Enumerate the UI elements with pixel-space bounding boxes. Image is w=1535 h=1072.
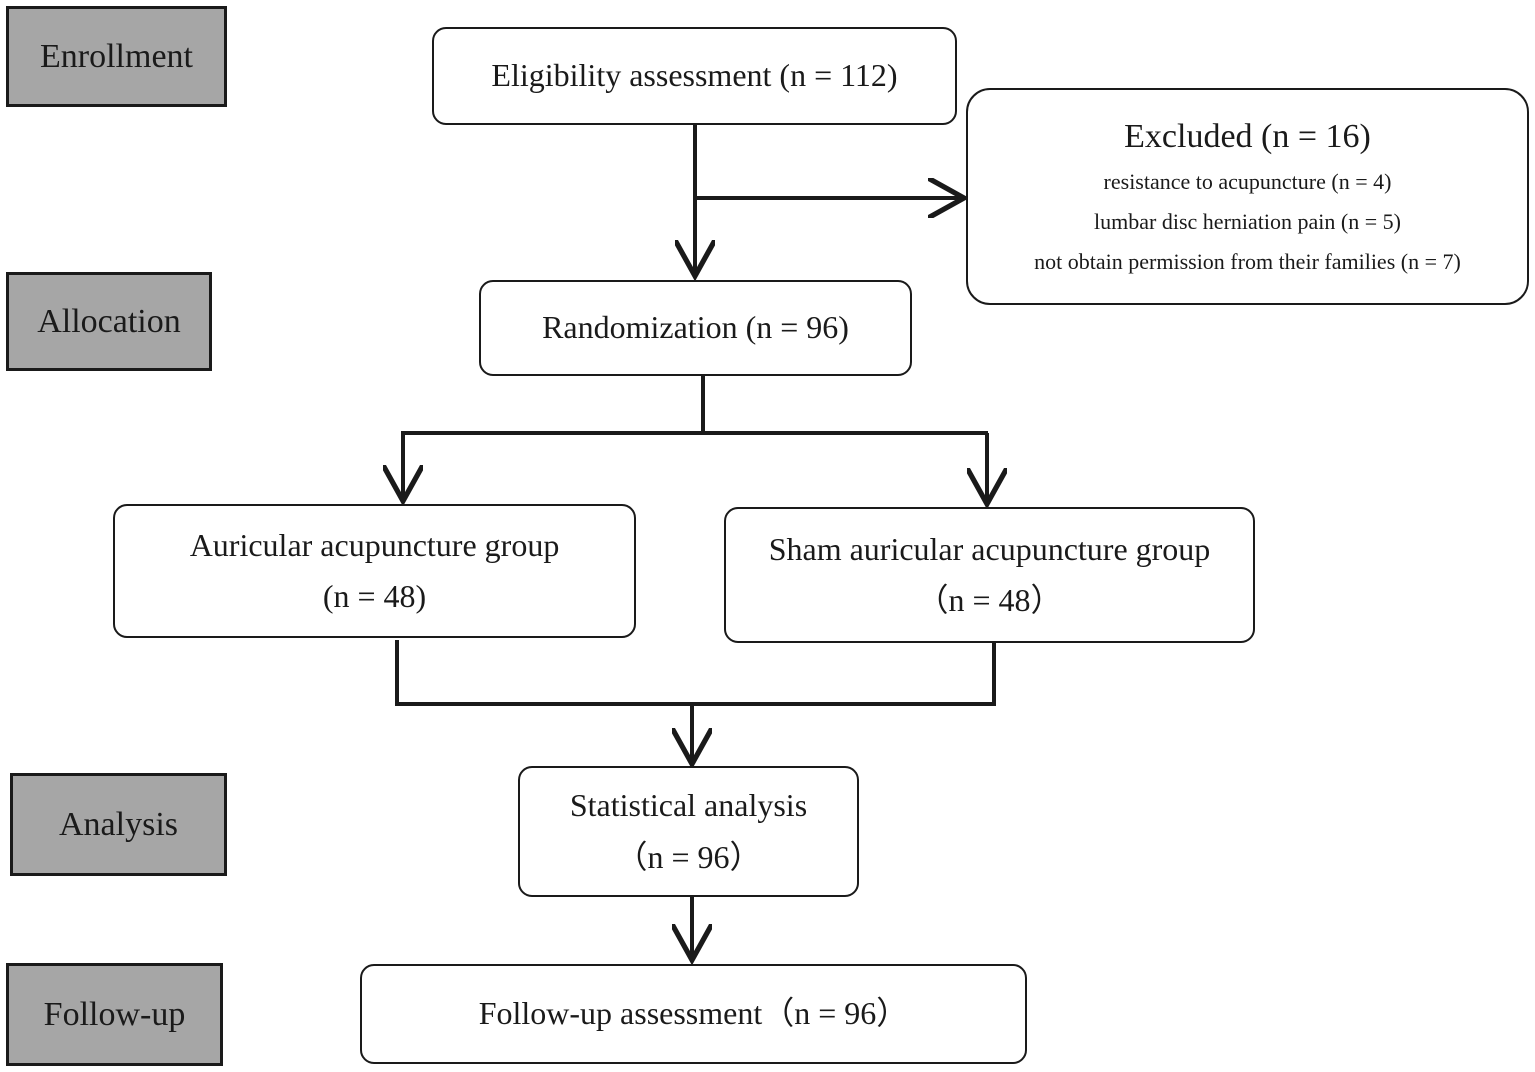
excluded-box: Excluded (n = 16) resistance to acupunct… bbox=[966, 88, 1529, 305]
stage-followup-label: Follow-up bbox=[43, 995, 186, 1033]
auricular-group-box: Auricular acupuncture group (n = 48) bbox=[113, 504, 636, 638]
stage-allocation-label: Allocation bbox=[37, 302, 181, 340]
followup-assessment-box: Follow-up assessment（n = 96） bbox=[360, 964, 1027, 1064]
stage-enrollment: Enrollment bbox=[6, 6, 227, 107]
statistical-analysis-box: Statistical analysis （n = 96） bbox=[518, 766, 859, 897]
excluded-title: Excluded (n = 16) bbox=[1124, 117, 1371, 155]
auricular-group-count: (n = 48) bbox=[322, 578, 427, 614]
stage-allocation: Allocation bbox=[6, 272, 212, 371]
statistical-analysis-name: Statistical analysis bbox=[569, 787, 808, 824]
eligibility-text: Eligibility assessment (n = 112) bbox=[491, 57, 898, 94]
excluded-reason: lumbar disc herniation pain (n = 5) bbox=[1094, 208, 1401, 234]
statistical-analysis-count: （n = 96） bbox=[615, 838, 762, 875]
stage-enrollment-label: Enrollment bbox=[40, 37, 193, 75]
randomization-text: Randomization (n = 96) bbox=[542, 309, 849, 346]
sham-group-name: Sham auricular acupuncture group bbox=[768, 530, 1211, 567]
stage-followup: Follow-up bbox=[6, 963, 223, 1066]
excluded-reason: not obtain permission from their familie… bbox=[1034, 249, 1461, 275]
stage-analysis-label: Analysis bbox=[59, 805, 178, 843]
excluded-reason: resistance to acupuncture (n = 4) bbox=[1103, 168, 1392, 194]
stage-analysis: Analysis bbox=[10, 773, 227, 876]
randomization-box: Randomization (n = 96) bbox=[479, 280, 912, 376]
sham-group-box: Sham auricular acupuncture group （n = 48… bbox=[724, 507, 1255, 643]
eligibility-box: Eligibility assessment (n = 112) bbox=[432, 27, 957, 125]
auricular-group-name: Auricular acupuncture group bbox=[189, 526, 560, 563]
sham-group-count: （n = 48） bbox=[916, 582, 1063, 618]
followup-assessment-text: Follow-up assessment（n = 96） bbox=[478, 995, 909, 1032]
